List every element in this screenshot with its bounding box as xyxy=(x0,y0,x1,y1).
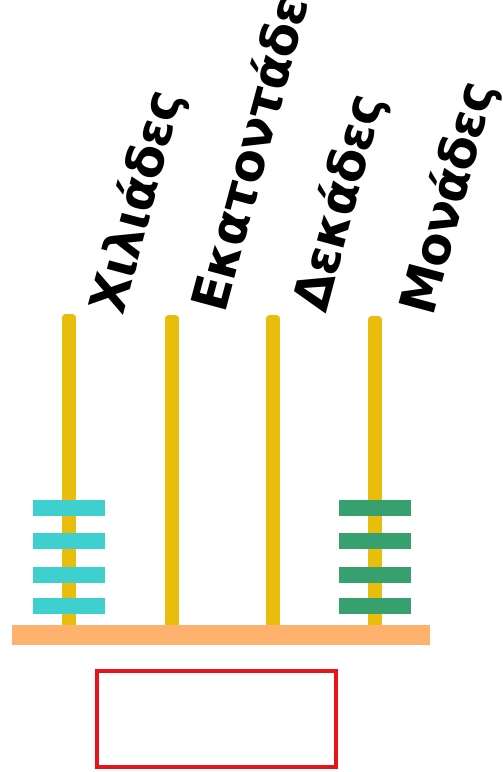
column-label-tens: Δεκάδες xyxy=(281,88,395,317)
bead-units xyxy=(339,500,411,516)
rod-units xyxy=(368,316,382,628)
bead-thousands xyxy=(33,533,105,549)
bead-units xyxy=(339,567,411,583)
abacus-base xyxy=(12,625,430,645)
column-label-units: Μονάδες xyxy=(388,75,503,320)
answer-box[interactable] xyxy=(95,669,338,769)
rod-tens xyxy=(266,315,280,628)
bead-thousands xyxy=(33,567,105,583)
bead-units xyxy=(339,598,411,614)
bead-thousands xyxy=(33,598,105,614)
bead-thousands xyxy=(33,500,105,516)
bead-units xyxy=(339,533,411,549)
rod-hundreds xyxy=(165,315,179,628)
column-label-thousands: Χιλιάδες xyxy=(78,84,193,319)
rod-thousands xyxy=(62,314,76,628)
